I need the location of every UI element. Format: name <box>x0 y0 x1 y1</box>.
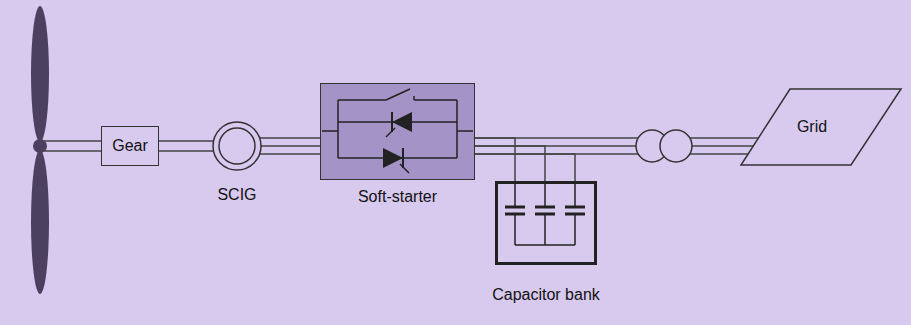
conductor <box>260 137 320 139</box>
conductor <box>159 150 214 152</box>
rotor-blade <box>31 6 49 142</box>
generator-symbol <box>212 121 262 171</box>
conductor <box>475 153 748 155</box>
capacitor-symbols <box>505 183 585 245</box>
node-text: Grid <box>797 118 827 136</box>
node-label: SCIG <box>217 186 256 204</box>
node-label: Capacitor bank <box>492 286 600 304</box>
rotor-blade <box>31 150 49 294</box>
power-line <box>475 138 575 181</box>
shaft-line <box>44 140 101 142</box>
gear-box: Gear <box>101 126 159 166</box>
soft-starter-symbol <box>320 83 475 180</box>
generator-circle: SCIG <box>212 121 262 171</box>
conductor <box>475 154 575 181</box>
conductor <box>475 138 515 181</box>
node-label: Soft-starter <box>358 188 437 206</box>
power-line <box>159 141 214 151</box>
soft-starter-box: Soft-starter <box>320 83 475 180</box>
power-line <box>260 138 320 154</box>
rotor-shaft <box>44 141 101 151</box>
conductor <box>475 137 758 139</box>
turbine-rotor <box>31 6 49 294</box>
shaft-line <box>44 150 101 152</box>
transformer-symbol <box>636 130 692 162</box>
power-line <box>475 138 758 154</box>
grid-shape: Grid <box>740 88 902 166</box>
conductor <box>159 140 214 142</box>
soft-starter-fill <box>320 83 475 180</box>
conductor <box>261 145 320 147</box>
conductor <box>475 146 545 181</box>
conductor <box>475 145 753 147</box>
node-text: Gear <box>112 137 148 155</box>
conductor <box>260 153 320 155</box>
capacitor-bank-box: Capacitor bank <box>495 181 597 265</box>
